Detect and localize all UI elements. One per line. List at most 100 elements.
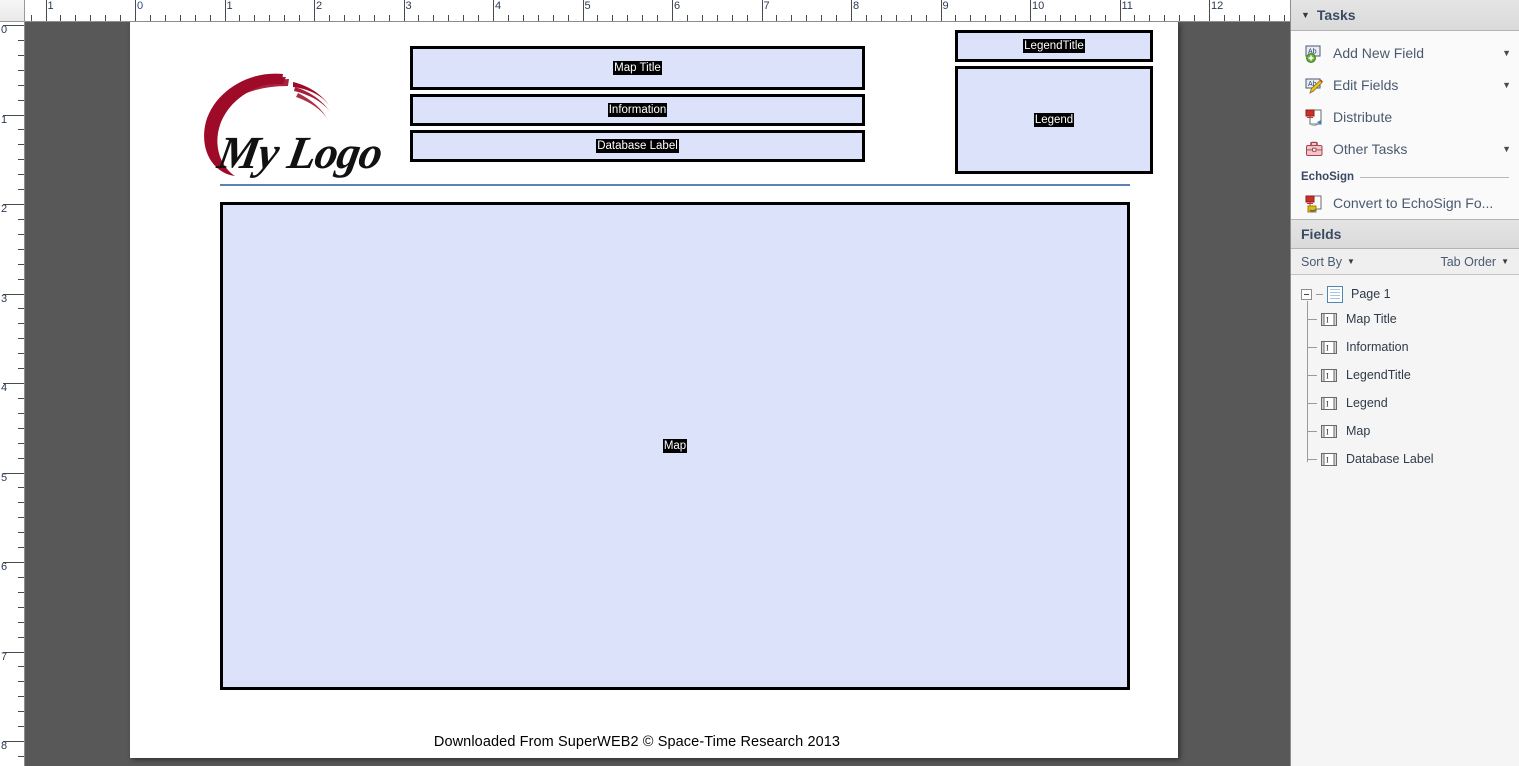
ruler-tick-minor [18, 397, 24, 399]
svg-text:I: I [1326, 399, 1329, 408]
ruler-tick-minor [269, 15, 271, 21]
ruler-tick-minor [1179, 15, 1181, 21]
ruler-tick-minor [179, 15, 181, 21]
tree-root-label: Page 1 [1351, 287, 1391, 301]
sort-by-dropdown[interactable]: Sort By ▼ [1301, 255, 1355, 269]
ruler-tick-minor [358, 15, 360, 21]
ruler-tick [3, 562, 24, 563]
field-map-title[interactable]: Map Title [410, 46, 865, 90]
ruler-tick-minor [1104, 15, 1106, 21]
ruler-tick-minor [18, 233, 24, 235]
task-convert-to-echosign-form[interactable]: Convert to EchoSign Fo... [1291, 187, 1519, 219]
tree-root-page-1[interactable]: Page 1 [1291, 283, 1519, 305]
ruler-tick-minor [18, 547, 24, 549]
ruler-tick [761, 0, 763, 21]
ruler-tick-minor [776, 15, 778, 21]
ruler-tick-minor [105, 15, 107, 21]
ruler-tick-minor [1074, 15, 1076, 21]
ruler-tick-minor [18, 696, 24, 698]
svg-text:Ab: Ab [1308, 81, 1317, 88]
ruler-label: 4 [495, 0, 502, 12]
ruler-tick-minor [254, 15, 256, 21]
ruler-tick [851, 0, 852, 21]
header-divider [220, 184, 1130, 186]
ruler-tick-minor [985, 15, 987, 21]
ruler-tick-minor [836, 15, 838, 21]
ruler-tick-minor [18, 755, 24, 757]
tab-order-dropdown[interactable]: Tab Order ▼ [1440, 255, 1509, 269]
ruler-tick-minor [18, 278, 24, 280]
my-logo: My Logo [183, 60, 408, 178]
task-edit-fields[interactable]: Ab Edit Fields ▼ [1291, 69, 1519, 101]
ruler-tick-minor [18, 457, 24, 459]
ruler-tick [1030, 0, 1031, 21]
ruler-tick-minor [806, 15, 808, 21]
ruler-label: 1 [226, 0, 233, 12]
ruler-tick [3, 651, 24, 653]
ruler-tick-minor [18, 412, 24, 414]
ruler-tick-minor [18, 263, 24, 265]
fields-panel-title: Fields [1301, 226, 1342, 242]
ruler-tick-minor [1089, 15, 1091, 21]
text-field-icon: I [1321, 452, 1337, 466]
ruler-tick-minor [239, 15, 241, 21]
ruler-tick-minor [18, 308, 24, 310]
ruler-tick-minor [955, 15, 957, 21]
ruler-tick [3, 741, 24, 742]
ruler-tick-minor [18, 144, 24, 146]
svg-text:I: I [1326, 343, 1329, 352]
ruler-label: 10 [1032, 0, 1045, 12]
tab-order-label: Tab Order [1440, 254, 1497, 269]
ruler-label: 1 [1, 113, 8, 126]
ruler-tick-minor [463, 15, 465, 21]
ruler-tick-minor [448, 15, 450, 21]
chevron-down-icon[interactable]: ▼ [1502, 80, 1511, 90]
ruler-tick-minor [284, 15, 286, 21]
field-legend[interactable]: Legend [955, 66, 1153, 174]
task-add-new-field[interactable]: Ab Add New Field ▼ [1291, 37, 1519, 69]
ruler-label: 2 [1, 203, 8, 215]
ruler-tick-minor [18, 159, 24, 161]
ruler-label: 8 [1, 740, 8, 752]
tree-item-label: LegendTitle [1346, 368, 1411, 382]
ruler-tick-minor [18, 39, 24, 41]
tree-item-legend[interactable]: I Legend [1307, 389, 1519, 417]
field-legend-title[interactable]: LegendTitle [955, 30, 1153, 62]
right-panel: ▼ Tasks Ab Add New Field ▼ [1290, 0, 1519, 766]
echosign-convert-icon [1305, 194, 1324, 213]
field-information[interactable]: Information [410, 94, 865, 126]
tree-item-label: Legend [1346, 396, 1388, 410]
ruler-tick-minor [18, 353, 24, 355]
task-distribute[interactable]: Distribute [1291, 101, 1519, 133]
ruler-tick [403, 0, 405, 21]
ruler-tick-minor [507, 15, 509, 21]
field-map[interactable]: Map [220, 202, 1130, 690]
tasks-panel-header[interactable]: ▼ Tasks [1291, 0, 1519, 31]
document-canvas[interactable]: My Logo Map Title Information Database L… [25, 22, 1290, 766]
document-page[interactable]: My Logo Map Title Information Database L… [130, 22, 1178, 758]
tree-connector [1307, 318, 1317, 320]
task-other-tasks[interactable]: Other Tasks ▼ [1291, 133, 1519, 165]
ruler-tick-minor [880, 15, 882, 21]
ruler-label: 6 [1, 561, 8, 573]
ruler-label: 1 [47, 0, 54, 12]
ruler-tick-minor [18, 711, 24, 713]
fields-panel-header[interactable]: Fields [1291, 219, 1519, 249]
ruler-tick-minor [60, 15, 62, 21]
collapse-icon[interactable] [1301, 288, 1312, 300]
chevron-down-icon[interactable]: ▼ [1502, 48, 1511, 58]
ruler-tick-minor [343, 15, 345, 21]
chevron-down-icon[interactable]: ▼ [1502, 144, 1511, 154]
task-label: Add New Field [1333, 45, 1425, 61]
field-database-label[interactable]: Database Label [410, 130, 865, 162]
ruler-tick [1209, 0, 1210, 21]
tree-connector [1307, 402, 1317, 404]
ruler-tick-minor [18, 487, 24, 489]
